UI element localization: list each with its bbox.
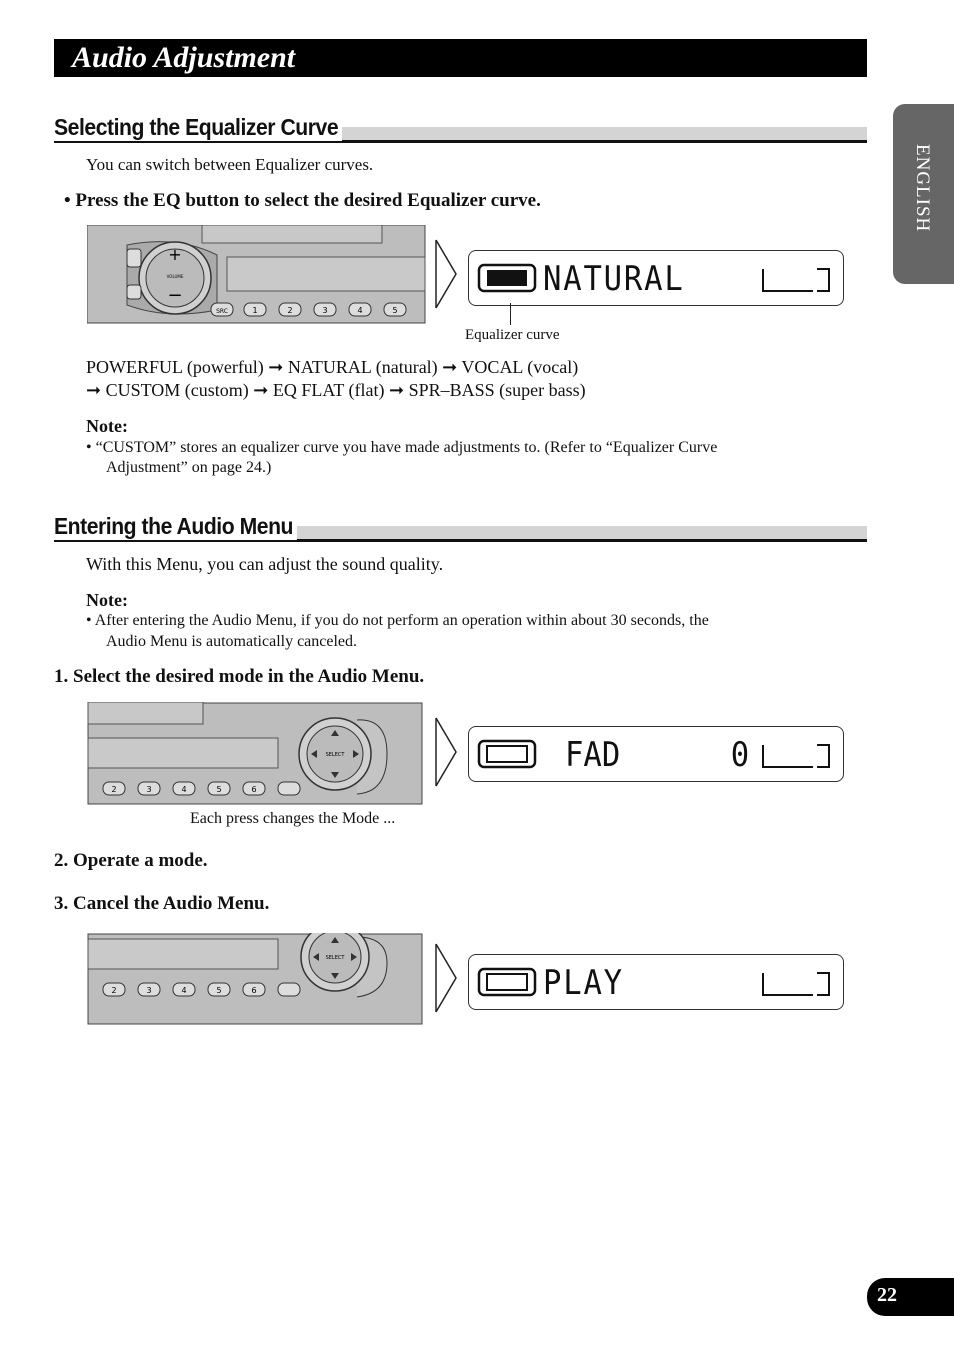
- svg-text:5: 5: [392, 306, 397, 315]
- note-text: • “CUSTOM” stores an equalizer curve you…: [86, 439, 718, 456]
- equalizer-intro: You can switch between Equalizer curves.: [86, 155, 374, 174]
- equalizer-curve-icon: [477, 967, 537, 997]
- note-text: • After entering the Audio Menu, if you …: [86, 612, 709, 629]
- lcd-text: FAD 0: [565, 735, 750, 775]
- arrow-icon: [435, 239, 457, 309]
- arrow-icon: [435, 943, 457, 1013]
- caption-leader-line: [510, 303, 511, 325]
- lcd-display-natural: NATURAL: [468, 250, 844, 306]
- svg-text:6: 6: [251, 785, 256, 794]
- language-tab-label: ENGLISH: [912, 144, 933, 233]
- note-label: Note:: [86, 416, 128, 436]
- svg-text:2: 2: [287, 306, 292, 315]
- step-1: 1. Select the desired mode in the Audio …: [54, 666, 425, 687]
- svg-text:−: −: [167, 285, 182, 306]
- section-heading-text: Entering the Audio Menu: [54, 513, 297, 540]
- svg-text:5: 5: [216, 785, 221, 794]
- svg-text:SELECT: SELECT: [326, 955, 346, 961]
- equalizer-curve-icon: [477, 263, 537, 293]
- note-label: Note:: [86, 590, 128, 610]
- head-unit-illustration-eq: + − VOLUME SRC 1 2 3 4 5: [87, 225, 426, 324]
- svg-text:4: 4: [181, 986, 186, 995]
- section-heading-equalizer: Selecting the Equalizer Curve: [54, 114, 867, 143]
- lcd-segment-icon: [762, 972, 830, 996]
- lcd-text: PLAY: [543, 963, 705, 1003]
- lcd-text: NATURAL: [543, 259, 685, 299]
- svg-text:2: 2: [111, 785, 116, 794]
- arrow-icon: [435, 717, 457, 787]
- page-number: 22: [877, 1284, 897, 1306]
- svg-text:6: 6: [251, 986, 256, 995]
- section-heading-audio-menu: Entering the Audio Menu: [54, 513, 867, 542]
- step-3: 3. Cancel the Audio Menu.: [54, 893, 270, 914]
- note-text: Adjustment” on page 24.): [106, 459, 272, 476]
- equalizer-curve-icon: [477, 739, 537, 769]
- eq-sequence-line2: ➞ CUSTOM (custom) ➞ EQ FLAT (flat) ➞ SPR…: [86, 380, 586, 400]
- equalizer-instruction: • Press the EQ button to select the desi…: [64, 190, 541, 211]
- head-unit-illustration-cancel: SELECT 2 3 4 5 6: [87, 933, 423, 1025]
- svg-text:2: 2: [111, 986, 116, 995]
- svg-text:4: 4: [181, 785, 186, 794]
- svg-text:SELECT: SELECT: [326, 752, 346, 758]
- section-heading-text: Selecting the Equalizer Curve: [54, 114, 342, 141]
- mode-caption: Each press changes the Mode ...: [190, 810, 396, 827]
- language-tab: ENGLISH: [893, 104, 954, 284]
- audio-menu-intro: With this Menu, you can adjust the sound…: [86, 554, 444, 574]
- page-title-bar: Audio Adjustment: [54, 39, 867, 77]
- eq-sequence-line1: POWERFUL (powerful) ➞ NATURAL (natural) …: [86, 357, 579, 377]
- lcd-segment-icon: [762, 744, 830, 768]
- lcd-display-play: PLAY: [468, 954, 844, 1010]
- lcd-caption: Equalizer curve: [465, 327, 560, 343]
- svg-text:3: 3: [322, 306, 327, 315]
- page-title: Audio Adjustment: [72, 41, 296, 74]
- page-number-badge: 22: [867, 1278, 954, 1316]
- svg-text:3: 3: [146, 986, 151, 995]
- note-text: Audio Menu is automatically canceled.: [106, 633, 358, 650]
- svg-text:VOLUME: VOLUME: [167, 274, 184, 279]
- svg-text:3: 3: [146, 785, 151, 794]
- svg-text:SRC: SRC: [216, 308, 228, 315]
- head-unit-illustration-select: SELECT 2 3 4 5 6: [87, 702, 423, 805]
- svg-text:1: 1: [252, 306, 257, 315]
- svg-text:4: 4: [357, 306, 362, 315]
- lcd-display-fad: FAD 0: [468, 726, 844, 782]
- svg-text:+: +: [168, 245, 181, 264]
- svg-text:5: 5: [216, 986, 221, 995]
- step-2: 2. Operate a mode.: [54, 850, 208, 871]
- lcd-segment-icon: [762, 268, 830, 292]
